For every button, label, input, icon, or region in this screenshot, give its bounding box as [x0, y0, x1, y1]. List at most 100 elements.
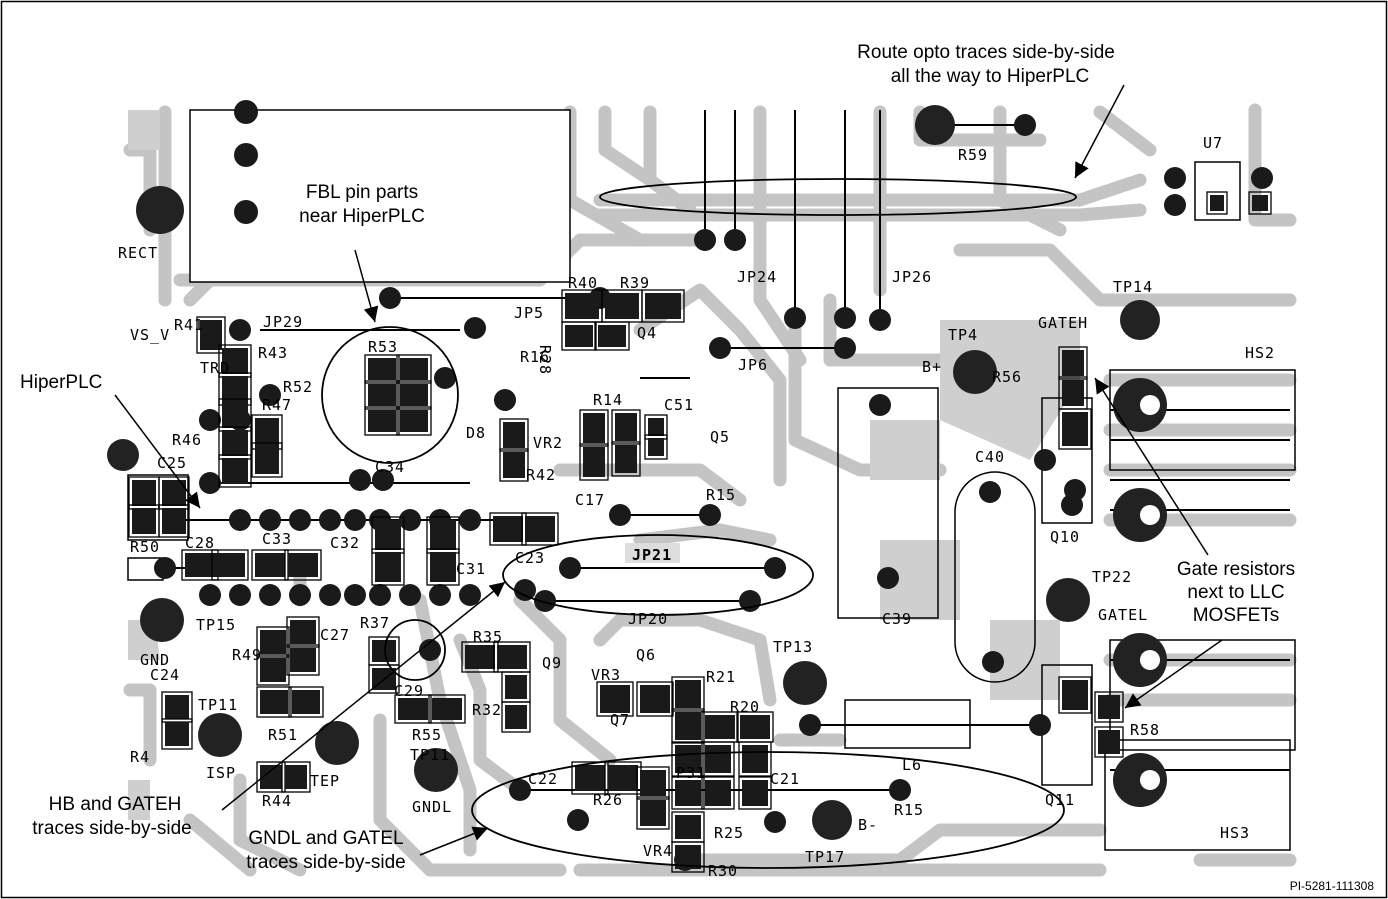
smd-pad — [368, 384, 396, 406]
smd-pad — [705, 780, 731, 806]
callout-hb-line2: traces side-by-side — [32, 818, 191, 839]
label-r30: R30 — [708, 862, 738, 880]
label-c32: C32 — [330, 534, 360, 552]
smd-outline — [738, 741, 772, 777]
smd-outline — [364, 354, 400, 384]
pad — [869, 309, 891, 331]
smd-pad — [1252, 195, 1268, 211]
label-vr4: VR4 — [643, 842, 673, 860]
pad — [259, 509, 281, 531]
label-q7: Q7 — [610, 711, 630, 729]
pad — [834, 307, 856, 329]
smd-outline — [211, 549, 249, 581]
smd-pad — [605, 293, 639, 319]
label-r16: R16 — [520, 348, 550, 366]
callout-gate-line1: Gate resistors — [1177, 559, 1295, 580]
smd-outline — [521, 512, 559, 546]
label-r26: R26 — [593, 791, 623, 809]
smd-outline — [671, 676, 705, 712]
pad — [1164, 167, 1186, 189]
smd-pad — [400, 384, 428, 406]
smd-pad — [503, 452, 525, 478]
smd-pad — [400, 410, 428, 432]
smd-pad — [255, 553, 285, 577]
pad — [199, 409, 221, 431]
label-r39: R39 — [620, 274, 650, 292]
smd-pad — [615, 413, 637, 441]
smd-pad — [615, 445, 637, 473]
smd-pad — [1062, 350, 1084, 376]
label-r58: R58 — [1130, 721, 1160, 739]
fbl-circle — [321, 326, 459, 464]
label-c17: C17 — [575, 491, 605, 509]
smd-pad — [292, 690, 320, 714]
label-gateh: GATEH — [1038, 314, 1088, 332]
label-hs2: HS2 — [1245, 344, 1275, 362]
pad — [319, 509, 341, 531]
smd-pad — [648, 418, 664, 436]
label-c51: C51 — [664, 396, 694, 414]
label-r32: R32 — [472, 701, 502, 719]
smd-outline — [284, 549, 322, 581]
smd-outline — [218, 454, 252, 488]
callout-gndl-line1: GNDL and GATEL — [248, 828, 403, 849]
smd-pad — [645, 293, 681, 319]
label-r52: R52 — [283, 378, 313, 396]
smd-outline — [636, 766, 670, 800]
smd-outline — [636, 681, 674, 717]
label-r41: R41 — [174, 316, 204, 334]
smd-outline — [256, 626, 290, 658]
pad — [1061, 494, 1083, 516]
smd-pad — [675, 712, 701, 740]
smd-outline — [428, 694, 466, 724]
label-c21: C21 — [770, 770, 800, 788]
pad — [399, 584, 421, 606]
label-r42: R42 — [526, 466, 556, 484]
pad — [979, 481, 1001, 503]
smd-pad — [742, 780, 768, 806]
smd-outline — [499, 448, 529, 482]
pad — [229, 509, 251, 531]
label-c25: C25 — [157, 454, 187, 472]
pad — [234, 143, 258, 167]
label-q9: Q9 — [542, 654, 562, 672]
pad — [1029, 714, 1051, 736]
label-tp13: TP13 — [773, 638, 813, 656]
smd-outline — [426, 548, 460, 586]
smd-pad — [432, 698, 462, 720]
label-r15b: R15 — [894, 801, 924, 819]
smd-pad — [497, 645, 527, 669]
pad — [369, 584, 391, 606]
smd-pad — [260, 765, 282, 789]
smd-outline — [368, 664, 400, 694]
label-jp5: JP5 — [514, 304, 544, 322]
pad — [234, 200, 258, 224]
smd-outline — [1058, 346, 1088, 380]
smd-pad — [222, 458, 248, 484]
smd-pad — [675, 745, 701, 773]
label-c27: C27 — [320, 626, 350, 644]
pad — [764, 811, 786, 833]
label-hs3: HS3 — [1220, 824, 1250, 842]
label-r4: R4 — [130, 748, 150, 766]
opto-ellipse — [599, 178, 1077, 216]
label-tp22: TP22 — [1092, 568, 1132, 586]
smd-pad — [583, 413, 605, 443]
smd-outline — [636, 796, 670, 830]
callout-arrows — [114, 84, 1223, 856]
smd-pad — [1210, 195, 1224, 211]
smd-pad — [525, 516, 555, 542]
smd-pad — [398, 698, 428, 720]
callout-opto-line2: all the way to HiperPLC — [891, 66, 1090, 87]
smd-outline — [288, 686, 324, 718]
smd-outline — [1094, 691, 1124, 723]
callout-hiperplc: HiperPLC — [20, 372, 102, 393]
smd-outline — [364, 406, 400, 436]
smd-pad — [608, 765, 638, 791]
label-r40: R40 — [568, 274, 598, 292]
pad — [434, 367, 456, 389]
smd-pad — [598, 325, 626, 347]
label-c39: C39 — [882, 610, 912, 628]
smd-pad — [165, 722, 189, 746]
smd-outline — [161, 718, 193, 750]
